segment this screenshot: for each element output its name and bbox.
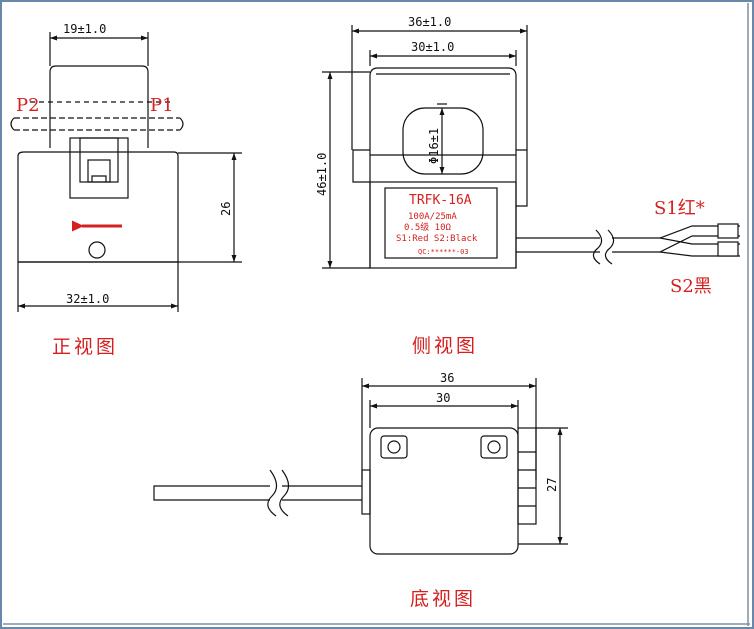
front-view-title: 正视图: [52, 336, 118, 358]
side-wire-s1: S1红*: [654, 198, 705, 219]
front-port-left: P2: [16, 95, 40, 116]
side-label-class: 0.5级 10Ω: [404, 221, 452, 233]
front-dim-right: 26: [219, 202, 233, 216]
side-dim-height: 46±1.0: [315, 153, 329, 196]
front-port-right: P1: [150, 95, 174, 116]
side-label-wires: S1:Red S2:Black: [396, 234, 478, 244]
side-label-model: TRFK-16A: [409, 193, 472, 208]
bottom-dim-height: 27: [545, 478, 559, 492]
side-dim-outer: 36±1.0: [408, 15, 451, 29]
side-dim-hole: Φ16±1: [427, 128, 441, 164]
front-view: [10, 32, 242, 312]
side-view: [322, 25, 740, 269]
side-dim-inner: 30±1.0: [411, 40, 454, 54]
side-label-rating: 100A/25mA: [408, 212, 457, 222]
bottom-view: [153, 378, 568, 555]
front-dim-bottom: 32±1.0: [66, 292, 109, 306]
bottom-view-title: 底视图: [410, 588, 476, 610]
side-wire-s2: S2黑: [670, 276, 712, 297]
side-label-qc: QC:******-03: [418, 248, 469, 256]
bottom-dim-inner: 30: [436, 391, 450, 405]
side-view-title: 侧视图: [412, 335, 478, 357]
front-dim-top: 19±1.0: [63, 22, 106, 36]
bottom-dim-outer: 36: [440, 371, 454, 385]
